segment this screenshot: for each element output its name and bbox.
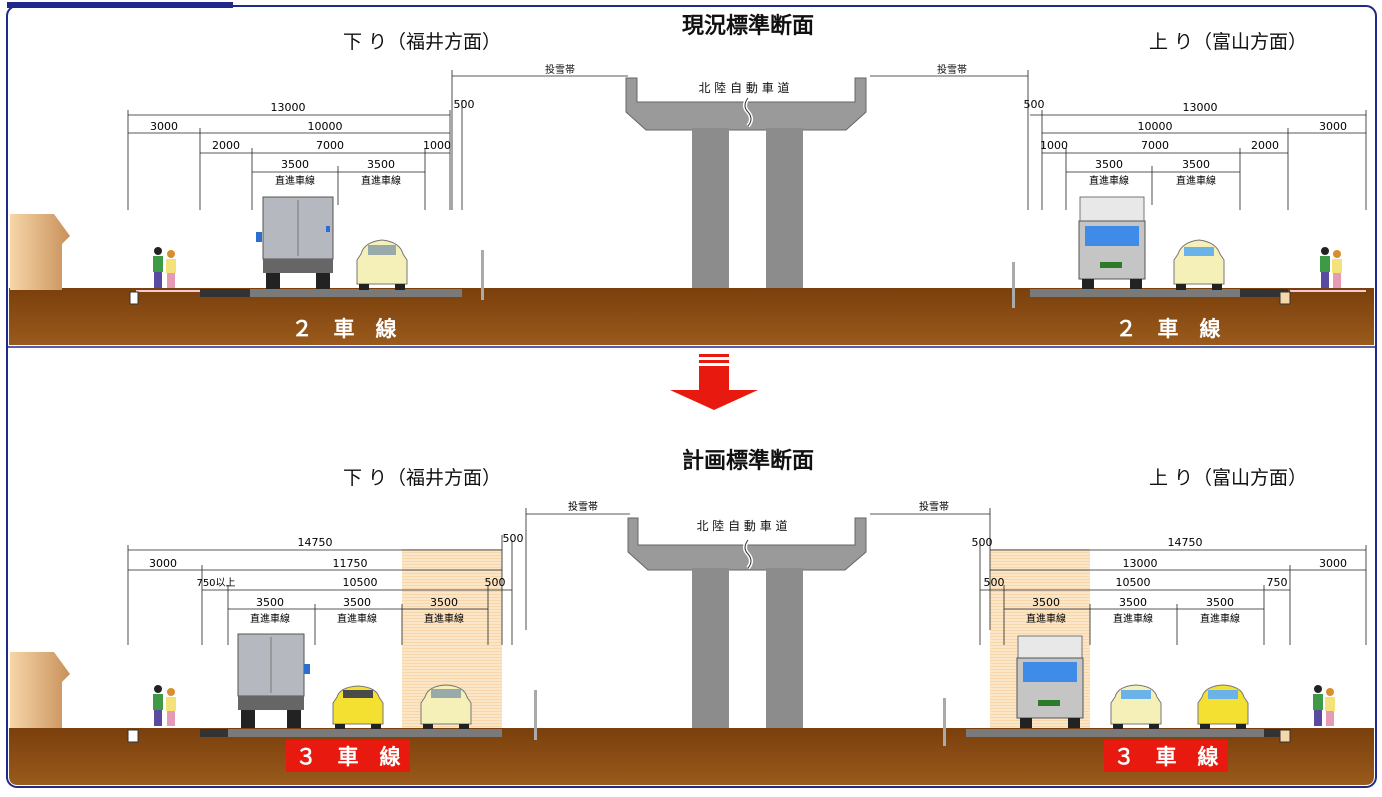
current-car-right — [1173, 239, 1225, 290]
planned-left-lane-name3: 直進車線 — [424, 612, 464, 625]
current-right-lane-name1: 直進車線 — [1089, 174, 1129, 187]
current-right-shoulder-outer: 2000 — [1251, 139, 1279, 152]
planned-right-road: 13000 — [1123, 557, 1158, 570]
current-car-left — [356, 239, 408, 290]
planned-snow-right: 投雪帯 — [919, 500, 949, 513]
planned-left-lane1: 3500 — [256, 596, 284, 609]
planned-left-lane-name1: 直進車線 — [250, 612, 290, 625]
current-right-lane1: 3500 — [1095, 158, 1123, 171]
planned-right-lane3: 3500 — [1206, 596, 1234, 609]
planned-right-lane1: 3500 — [1032, 596, 1060, 609]
planned-truck-left — [237, 633, 310, 728]
current-left-shoulder-outer: 2000 — [212, 139, 240, 152]
current-left-median: 500 — [454, 98, 475, 111]
current-ground — [9, 288, 1374, 345]
planned-right-shoulder-outer: 750 — [1267, 576, 1288, 589]
planned-pedestrians-right — [1313, 685, 1335, 726]
planned-left-lane2: 3500 — [343, 596, 371, 609]
current-right-lane-name2: 直進車線 — [1176, 174, 1216, 187]
current-right-sidewalk: 3000 — [1319, 120, 1347, 133]
planned-right-shoulder-inner: 500 — [984, 576, 1005, 589]
current-section-panel: 現況標準断面 下 り（福井方面） 上 り（富山方面） 投雪帯 投雪帯 13000… — [9, 13, 1374, 345]
current-left-sidewalk: 3000 — [150, 120, 178, 133]
planned-lanes-box-right — [1104, 740, 1228, 772]
current-right-road: 10000 — [1138, 120, 1173, 133]
planned-left-lane-name2: 直進車線 — [337, 612, 377, 625]
current-expressway-label: 北 陸 自 動 車 道 — [698, 81, 789, 95]
current-right-shoulder-inner: 1000 — [1040, 139, 1068, 152]
planned-expressway-label: 北 陸 自 動 車 道 — [696, 519, 787, 533]
planned-left-total: 14750 — [298, 536, 333, 549]
current-right-carriage: 7000 — [1141, 139, 1169, 152]
planned-left-carriage: 10500 — [343, 576, 378, 589]
transition-arrow — [670, 354, 758, 410]
planned-left-shoulder-inner: 500 — [485, 576, 506, 589]
planned-snow-left: 投雪帯 — [568, 500, 598, 513]
planned-right-direction: 上 り（富山方面） — [1149, 467, 1307, 489]
current-snow-right: 投雪帯 — [937, 63, 967, 76]
planned-lanes-label-right: ３ 車 線 — [1114, 745, 1219, 769]
planned-car-left-1 — [332, 685, 384, 729]
planned-right-median: 500 — [972, 536, 993, 549]
planned-left-direction: 下 り（福井方面） — [343, 467, 501, 489]
planned-title: 計画標準断面 — [682, 448, 814, 474]
planned-right-total: 14750 — [1168, 536, 1203, 549]
current-left-shoulder-inner: 1000 — [423, 139, 451, 152]
planned-right-sidewalk: 3000 — [1319, 557, 1347, 570]
planned-left-median: 500 — [503, 532, 524, 545]
planned-left-road: 11750 — [333, 557, 368, 570]
planned-car-right-1 — [1110, 684, 1162, 729]
planned-right-lane-name2: 直進車線 — [1113, 612, 1153, 625]
current-truck-right — [1078, 196, 1146, 289]
planned-left-shoulder-outer: 750以上 — [196, 577, 235, 589]
planned-section-panel: 計画標準断面 下 り（福井方面） 上 り（富山方面） 投雪帯 投雪帯 147 — [9, 448, 1374, 785]
current-title: 現況標準断面 — [682, 13, 814, 39]
current-left-carriage: 7000 — [316, 139, 344, 152]
planned-lanes-box-left — [286, 740, 410, 772]
current-left-lane2: 3500 — [367, 158, 395, 171]
current-building — [10, 214, 70, 290]
current-left-direction: 下 り（福井方面） — [343, 31, 501, 53]
current-snow-left: 投雪帯 — [545, 63, 575, 76]
planned-truck-right — [1016, 635, 1084, 728]
planned-building — [10, 652, 70, 728]
current-left-lane-name1: 直進車線 — [275, 174, 315, 187]
current-right-lane2: 3500 — [1182, 158, 1210, 171]
current-lanes-label-left: ２ 車 線 — [292, 317, 397, 341]
current-lanes-label-right: ２ 車 線 — [1116, 317, 1221, 341]
planned-left-sidewalk: 3000 — [149, 557, 177, 570]
current-right-median: 500 — [1024, 98, 1045, 111]
current-left-lane1: 3500 — [281, 158, 309, 171]
planned-viaduct — [627, 517, 867, 730]
planned-car-left-2 — [420, 684, 472, 729]
planned-pedestrians-left — [153, 685, 176, 726]
planned-left-lane3: 3500 — [430, 596, 458, 609]
planned-right-lane-name3: 直進車線 — [1200, 612, 1240, 625]
current-left-total: 13000 — [271, 101, 306, 114]
planned-right-carriage: 10500 — [1116, 576, 1151, 589]
current-truck-left — [256, 196, 334, 289]
planned-right-lane2: 3500 — [1119, 596, 1147, 609]
current-pedestrians-right — [1320, 247, 1342, 288]
current-viaduct — [625, 77, 867, 290]
current-right-total: 13000 — [1183, 101, 1218, 114]
current-left-road: 10000 — [308, 120, 343, 133]
current-pedestrians-left — [153, 247, 176, 288]
current-left-lane-name2: 直進車線 — [361, 174, 401, 187]
frame-tab — [7, 2, 233, 8]
planned-car-right-2 — [1197, 684, 1249, 729]
planned-right-lane-name1: 直進車線 — [1026, 612, 1066, 625]
current-right-direction: 上 り（富山方面） — [1149, 31, 1307, 53]
planned-lanes-label-left: ３ 車 線 — [296, 745, 401, 769]
